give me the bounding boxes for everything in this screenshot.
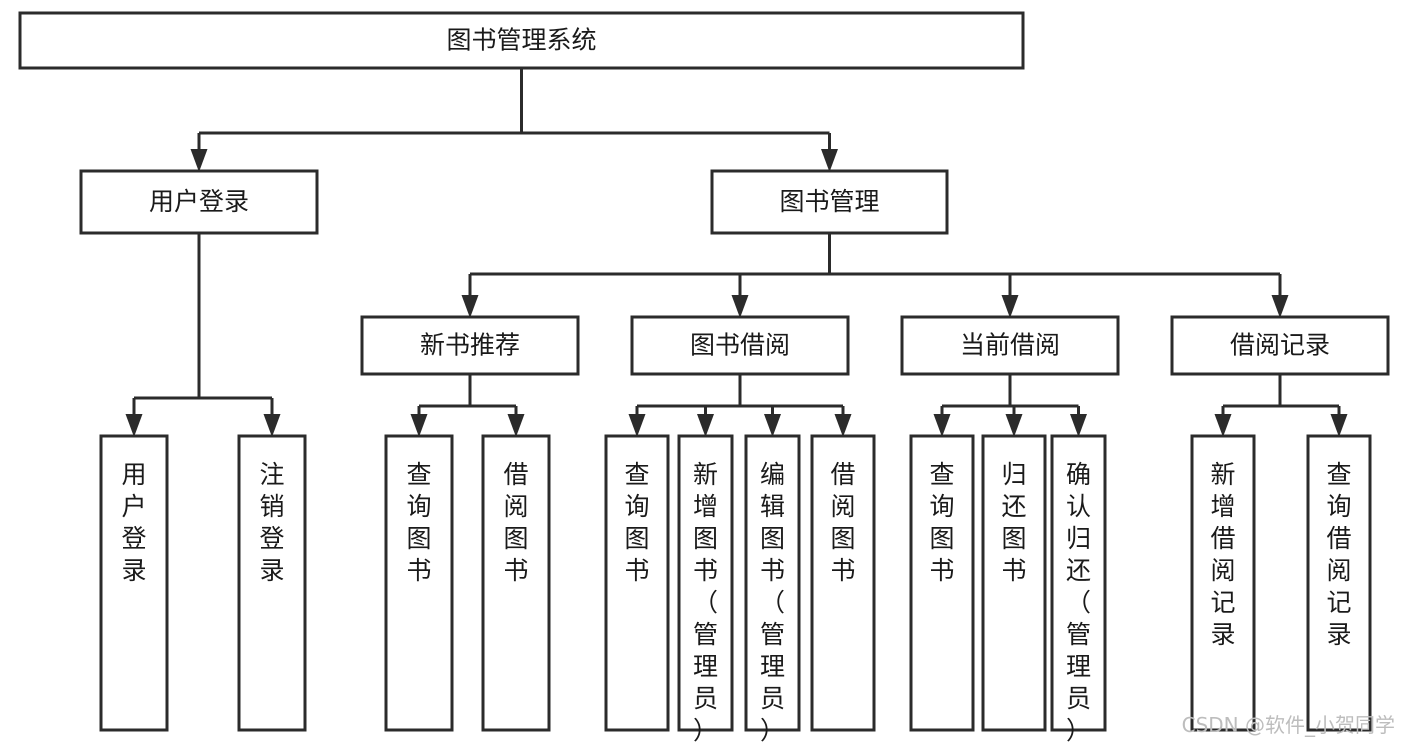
node-label: 新增图书（管理员） — [693, 460, 718, 745]
arrow-head-icon — [190, 149, 208, 172]
arrow-head-icon — [461, 295, 479, 318]
node-box[interactable] — [677, 434, 734, 732]
arrow-head-icon — [1330, 414, 1348, 437]
node-label: 当前借阅 — [960, 331, 1060, 360]
node-box[interactable] — [1050, 434, 1107, 732]
node-layer: 图书管理系统用户登录图书管理新书推荐图书借阅当前借阅借阅记录用户登录注销登录查询… — [18, 11, 1390, 745]
node-label: 注销登录 — [259, 460, 284, 585]
node-leaf-query-record[interactable]: 查询借阅记录 — [1306, 434, 1372, 732]
node-leaf-query-book-3[interactable]: 查询图书 — [909, 434, 975, 732]
node-label: 确认归还（管理员） — [1066, 460, 1091, 745]
node-leaf-return-book[interactable]: 归还图书 — [981, 434, 1047, 732]
arrow-head-icon — [1005, 414, 1023, 437]
node-label: 图书管理系统 — [446, 26, 596, 55]
node-label: 查询图书 — [929, 460, 954, 585]
node-leaf-query-book-1[interactable]: 查询图书 — [384, 434, 454, 732]
node-leaf-user-login[interactable]: 用户登录 — [99, 434, 169, 732]
node-label: 归还图书 — [1001, 460, 1026, 585]
arrow-head-icon — [731, 295, 749, 318]
connector-layer — [125, 68, 1348, 437]
arrow-head-icon — [1001, 295, 1019, 318]
arrow-head-icon — [410, 414, 428, 437]
node-label: 新书推荐 — [420, 331, 520, 360]
node-new-book-rec[interactable]: 新书推荐 — [360, 315, 580, 376]
node-box[interactable] — [630, 315, 850, 376]
node-leaf-borrow-book-2[interactable]: 借阅图书 — [810, 434, 876, 732]
arrow-head-icon — [764, 414, 781, 437]
node-label: 借阅图书 — [503, 460, 528, 585]
arrow-head-icon — [628, 414, 646, 437]
node-leaf-borrow-book-1[interactable]: 借阅图书 — [481, 434, 551, 732]
node-leaf-add-book[interactable]: 新增图书（管理员） — [677, 434, 734, 745]
node-box[interactable] — [360, 315, 580, 376]
node-leaf-query-book-2[interactable]: 查询图书 — [604, 434, 670, 732]
node-label: 编辑图书（管理员） — [760, 460, 785, 745]
node-box[interactable] — [18, 11, 1025, 70]
node-box[interactable] — [900, 315, 1120, 376]
watermark-layer: CSDN @软件_小贺同学 — [1182, 713, 1395, 737]
node-label: 查询借阅记录 — [1326, 460, 1351, 649]
node-box[interactable] — [384, 434, 454, 732]
arrow-head-icon — [697, 414, 714, 437]
node-box[interactable] — [604, 434, 670, 732]
watermark-text: CSDN @软件_小贺同学 — [1182, 713, 1395, 737]
node-current-borrow[interactable]: 当前借阅 — [900, 315, 1120, 376]
node-box[interactable] — [237, 434, 307, 732]
node-box[interactable] — [981, 434, 1047, 732]
node-leaf-user-logout[interactable]: 注销登录 — [237, 434, 307, 732]
node-label: 新增借阅记录 — [1210, 460, 1235, 649]
node-box[interactable] — [99, 434, 169, 732]
node-label: 借阅记录 — [1230, 331, 1330, 360]
node-box[interactable] — [710, 169, 949, 235]
node-box[interactable] — [79, 169, 319, 235]
node-label: 用户登录 — [121, 460, 146, 585]
node-box[interactable] — [909, 434, 975, 732]
node-root[interactable]: 图书管理系统 — [18, 11, 1025, 70]
node-borrow-record[interactable]: 借阅记录 — [1170, 315, 1390, 376]
node-leaf-add-record[interactable]: 新增借阅记录 — [1190, 434, 1256, 732]
arrow-head-icon — [1271, 295, 1289, 318]
arrow-head-icon — [125, 414, 143, 437]
node-label: 图书借阅 — [690, 331, 790, 360]
node-label: 查询图书 — [406, 460, 431, 585]
node-label: 查询图书 — [624, 460, 649, 585]
node-leaf-confirm-return[interactable]: 确认归还（管理员） — [1050, 434, 1107, 745]
node-label: 图书管理 — [779, 187, 879, 216]
node-box[interactable] — [1306, 434, 1372, 732]
arrow-head-icon — [933, 414, 951, 437]
node-box[interactable] — [1190, 434, 1256, 732]
node-box[interactable] — [481, 434, 551, 732]
node-label: 用户登录 — [149, 187, 249, 216]
node-leaf-edit-book[interactable]: 编辑图书（管理员） — [744, 434, 801, 745]
node-user-login[interactable]: 用户登录 — [79, 169, 319, 235]
node-book-borrow[interactable]: 图书借阅 — [630, 315, 850, 376]
arrow-head-icon — [834, 414, 852, 437]
arrow-head-icon — [1214, 414, 1232, 437]
arrow-head-icon — [263, 414, 281, 437]
arrow-head-icon — [507, 414, 525, 437]
arrow-head-icon — [821, 149, 838, 172]
node-box[interactable] — [744, 434, 801, 732]
node-box[interactable] — [1170, 315, 1390, 376]
arrow-head-icon — [1070, 414, 1087, 437]
node-label: 借阅图书 — [830, 460, 855, 585]
node-book-manage[interactable]: 图书管理 — [710, 169, 949, 235]
node-box[interactable] — [810, 434, 876, 732]
